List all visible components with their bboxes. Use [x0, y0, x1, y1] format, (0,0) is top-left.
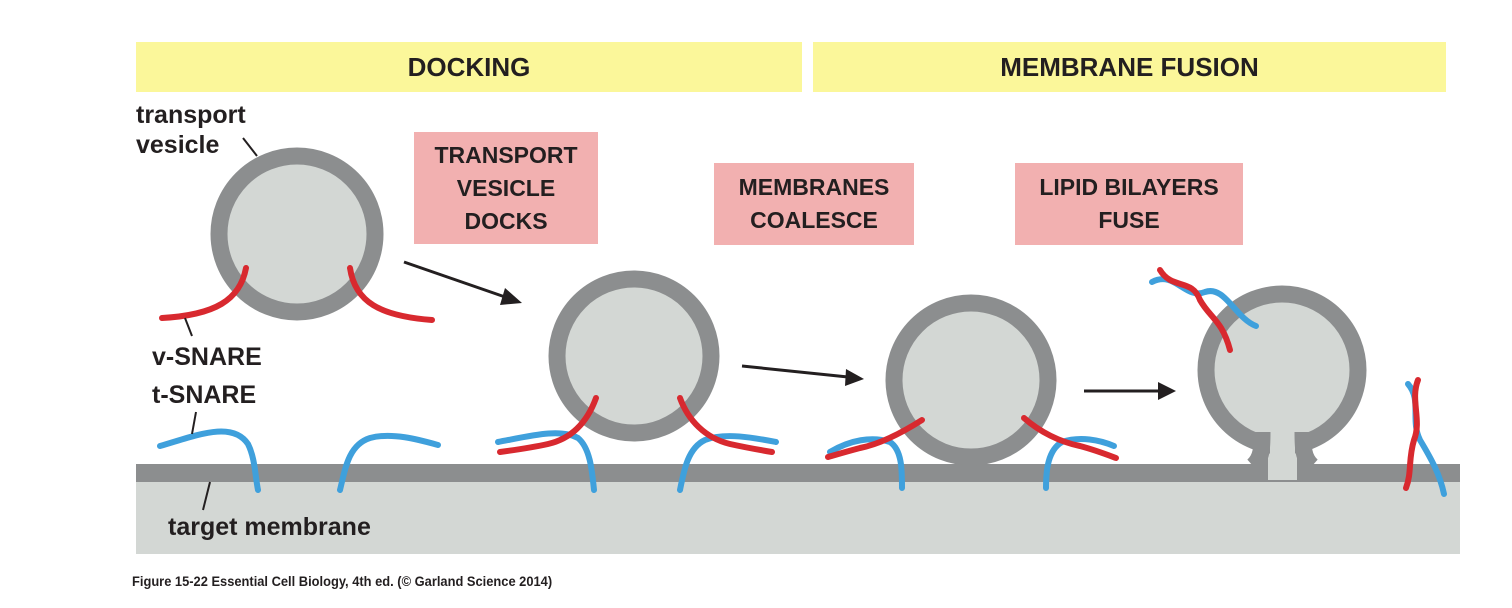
label-line: vesicle — [136, 131, 220, 159]
arrow-to-coalesce — [741, 364, 864, 386]
target-membrane-pointer-line — [202, 481, 211, 511]
stage-line: LIPID BILAYERS — [1039, 174, 1219, 200]
membranes-coalesce-box: MEMBRANES COALESCE — [714, 163, 914, 245]
t-snare-coalesce-left — [827, 436, 905, 491]
target-membrane-label: target membrane — [168, 513, 371, 541]
arrow-to-docking — [403, 260, 522, 305]
target-membrane — [136, 440, 1460, 554]
arrow-to-fuse — [1084, 382, 1176, 400]
v-snare-released-top — [1157, 267, 1233, 353]
v-snare-free-left — [159, 265, 249, 321]
transport-vesicle-free — [210, 147, 384, 321]
stage-line: TRANSPORT — [434, 141, 578, 168]
v-snare-free-right — [347, 265, 435, 323]
transport-vesicle-fusing — [1197, 285, 1367, 473]
stage-line: MEMBRANES — [738, 174, 890, 200]
figure-caption: Figure 15-22 Essential Cell Biology, 4th… — [132, 573, 553, 589]
v-snare-docking-right — [677, 395, 775, 455]
v-snare-coalesce-left — [825, 417, 925, 460]
stage-line: VESICLE — [456, 174, 556, 201]
v-snare-pointer-line — [184, 317, 193, 337]
v-snare-released-right — [1403, 377, 1421, 491]
v-snare-docking-left — [497, 395, 599, 455]
stage-line: DOCKS — [464, 207, 548, 234]
v-snare-coalesce-right — [1021, 415, 1119, 461]
transport-vesicle-docking — [548, 270, 720, 442]
t-snare-docking-right — [677, 433, 779, 493]
transport-vesicle-label: transport vesicle — [136, 100, 246, 160]
transport-vesicle-pointer-line — [242, 137, 258, 157]
v-snare-label: v-SNARE — [152, 343, 262, 371]
transport-vesicle-docks-box: TRANSPORT VESICLE DOCKS — [414, 132, 598, 244]
membrane-fusion-banner: MEMBRANE FUSION — [813, 42, 1446, 92]
label-line: transport — [136, 101, 246, 129]
stage-line: FUSE — [1098, 207, 1160, 233]
t-snare-free-right — [337, 432, 441, 493]
t-snare-free-left — [157, 428, 261, 493]
t-snare-label: t-SNARE — [152, 381, 257, 409]
lipid-bilayers-fuse-box: LIPID BILAYERS FUSE — [1015, 163, 1243, 245]
docking-banner: DOCKING — [136, 42, 802, 92]
transport-vesicle-coalescing — [885, 294, 1057, 466]
t-snare-docking-left — [495, 430, 597, 493]
stage-line: COALESCE — [750, 207, 878, 233]
t-snare-pointer-line — [191, 411, 197, 435]
